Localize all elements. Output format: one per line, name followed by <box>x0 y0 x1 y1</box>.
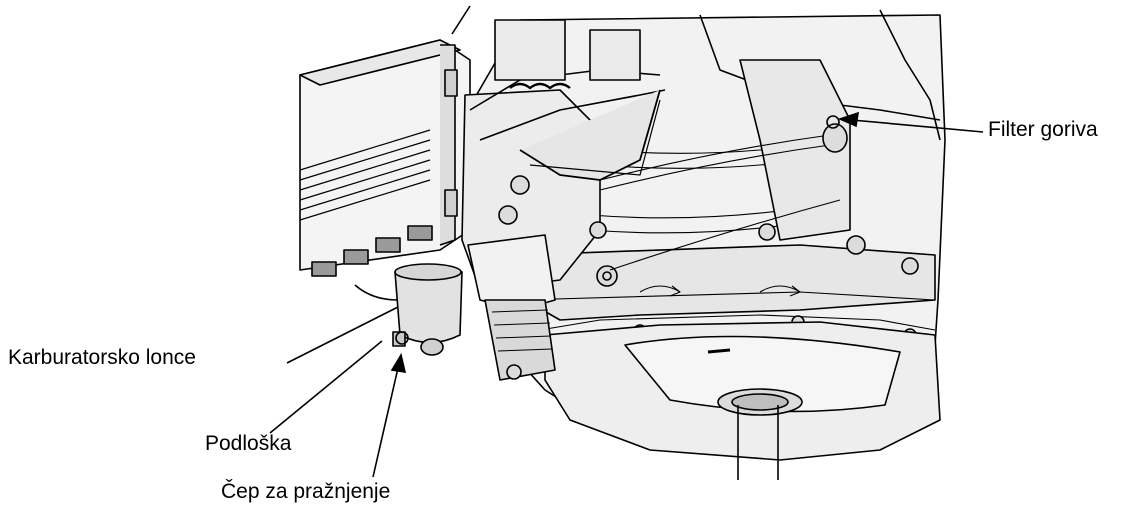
fuel-filter-clamp <box>826 115 840 129</box>
fuel-line <box>609 199 841 271</box>
cylinder-fin-line <box>491 309 549 313</box>
air-filter-rib <box>299 139 431 181</box>
air-filter-vent <box>375 237 401 253</box>
throttle-linkage <box>479 89 666 141</box>
linkage-bracket <box>589 29 641 81</box>
engine-right-edge <box>879 9 941 141</box>
label-carburetor-bowl: Karburatorsko lonce <box>8 346 196 369</box>
rotation-mark <box>759 285 801 297</box>
label-fuel-filter: Filter goriva <box>988 118 1098 141</box>
air-filter-rib <box>299 169 431 211</box>
carburetor-bowl-bracket <box>354 284 399 301</box>
arrowhead-fuel-filter <box>837 111 859 128</box>
air-filter-clip <box>444 69 458 97</box>
leader-line-fuel-filter <box>851 119 984 133</box>
air-filter-rib <box>299 149 431 191</box>
air-filter-rib <box>299 129 431 171</box>
fuel-line <box>599 134 831 181</box>
air-filter-vent <box>407 225 433 241</box>
cylinder-fin-line <box>495 335 552 339</box>
label-drain-plug: Čep za pražnjenje <box>221 480 391 503</box>
air-filter-rib <box>299 159 431 201</box>
crankshaft-seal-inner <box>731 393 789 411</box>
air-filter-vent <box>311 261 337 277</box>
bolt <box>846 235 866 255</box>
linkage-nut <box>589 221 607 239</box>
leader-line-washer <box>269 340 383 434</box>
bolt <box>758 223 776 241</box>
linkage-nut <box>498 205 518 225</box>
bolt <box>602 271 612 281</box>
bowl-nut <box>420 338 444 356</box>
cylinder-bolt <box>506 364 522 380</box>
top-leader-line <box>451 5 471 35</box>
fuel-line <box>599 144 831 191</box>
arrowhead-drain-plug <box>390 352 407 373</box>
throttle-spring <box>509 82 571 90</box>
crankshaft <box>737 405 779 480</box>
cylinder-fins <box>484 299 556 381</box>
label-washer: Podloška <box>205 432 292 455</box>
air-filter-cover-top <box>299 39 461 86</box>
washer-ring <box>395 331 409 345</box>
cylinder-fin-line <box>493 322 551 326</box>
governor-arm <box>529 99 661 176</box>
air-filter-vent <box>343 249 369 265</box>
rotation-mark <box>639 285 681 297</box>
bolt <box>596 265 618 287</box>
air-filter-clip <box>444 189 458 217</box>
bolt <box>901 257 919 275</box>
linkage-nut <box>510 175 530 195</box>
carburetor-bowl-top <box>394 263 462 281</box>
fuel-filter <box>822 123 848 153</box>
carburetor-shroud <box>467 234 556 311</box>
cylinder-fin-line <box>497 348 553 352</box>
base-slot <box>707 348 731 354</box>
leader-line-drain-plug <box>372 367 399 478</box>
air-filter-rib <box>299 179 431 221</box>
leader-line-carburetor-bowl <box>286 306 399 364</box>
flange-lower-edge <box>539 314 936 331</box>
linkage-bracket <box>494 19 566 81</box>
